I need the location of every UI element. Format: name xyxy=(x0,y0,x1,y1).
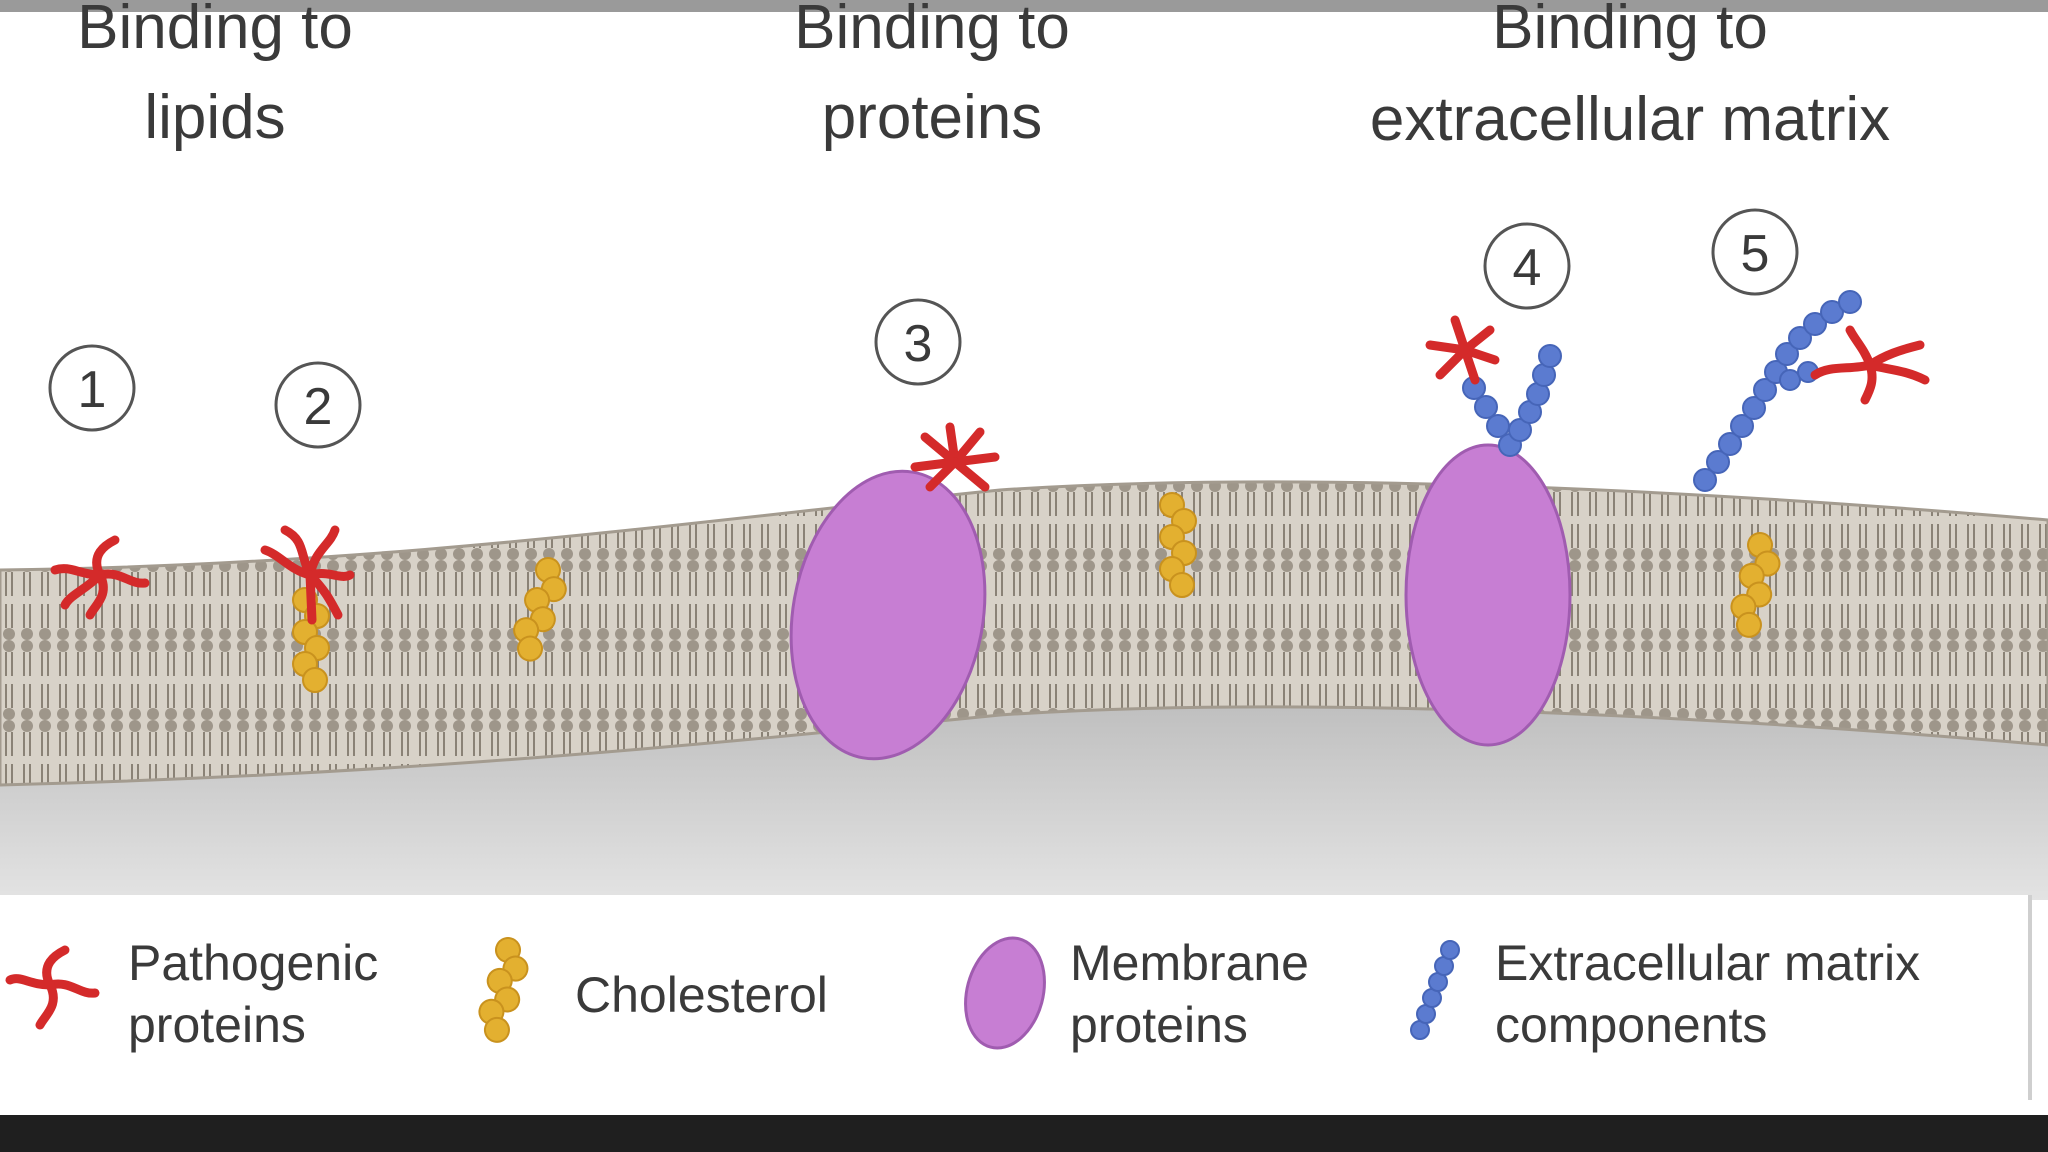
legend-ecm-line2: components xyxy=(1495,997,1767,1053)
legend-pathogenic-line1: Pathogenic xyxy=(128,935,378,991)
heading-ecm-line1: Binding to xyxy=(1492,0,1768,62)
pathogenic-protein-2 xyxy=(260,525,355,625)
marker-5: 5 xyxy=(1711,208,1799,296)
legend-membrane-icon xyxy=(964,936,1046,1050)
marker-2: 2 xyxy=(274,361,362,449)
heading-ecm-line2: extracellular matrix xyxy=(1370,85,1890,154)
legend-cholesterol-label: Cholesterol xyxy=(575,967,828,1023)
membrane-protein-3 xyxy=(789,469,987,761)
legend-pathogenic-line2: proteins xyxy=(128,997,306,1053)
legend-ecm-line1: Extracellular matrix xyxy=(1495,935,1920,991)
pathogenic-protein-4 xyxy=(1425,315,1500,385)
marker-5-label: 5 xyxy=(1741,225,1770,283)
legend-membrane-line2: proteins xyxy=(1070,997,1248,1053)
marker-4-label: 4 xyxy=(1513,239,1542,297)
legend-ecm-icon xyxy=(1410,940,1460,1040)
heading-lipids-line2: lipids xyxy=(144,83,285,152)
marker-1: 1 xyxy=(48,344,136,432)
marker-3: 3 xyxy=(874,298,962,386)
cytoplasm xyxy=(0,692,2048,900)
marker-4: 4 xyxy=(1483,222,1571,310)
pathogenic-protein-5 xyxy=(1810,325,1930,405)
marker-3-label: 3 xyxy=(904,315,933,373)
heading-proteins-line1: Binding to xyxy=(794,0,1070,62)
bottom-frame-strip xyxy=(0,1115,2048,1152)
marker-2-label: 2 xyxy=(304,378,333,436)
ecm-component-5 xyxy=(1693,290,1862,492)
pathogenic-protein-3 xyxy=(910,422,1000,492)
pathogenic-protein-1 xyxy=(50,535,150,620)
heading-lipids-line1: Binding to xyxy=(77,0,353,62)
marker-1-label: 1 xyxy=(78,361,107,419)
legend-membrane-line1: Membrane xyxy=(1070,935,1309,991)
top-frame-strip xyxy=(0,0,2048,12)
ecm-component-4 xyxy=(1462,344,1562,457)
legend-pathogenic-icon xyxy=(5,945,100,1030)
heading-proteins-line2: proteins xyxy=(822,83,1043,152)
membrane-protein-4 xyxy=(1404,443,1572,747)
